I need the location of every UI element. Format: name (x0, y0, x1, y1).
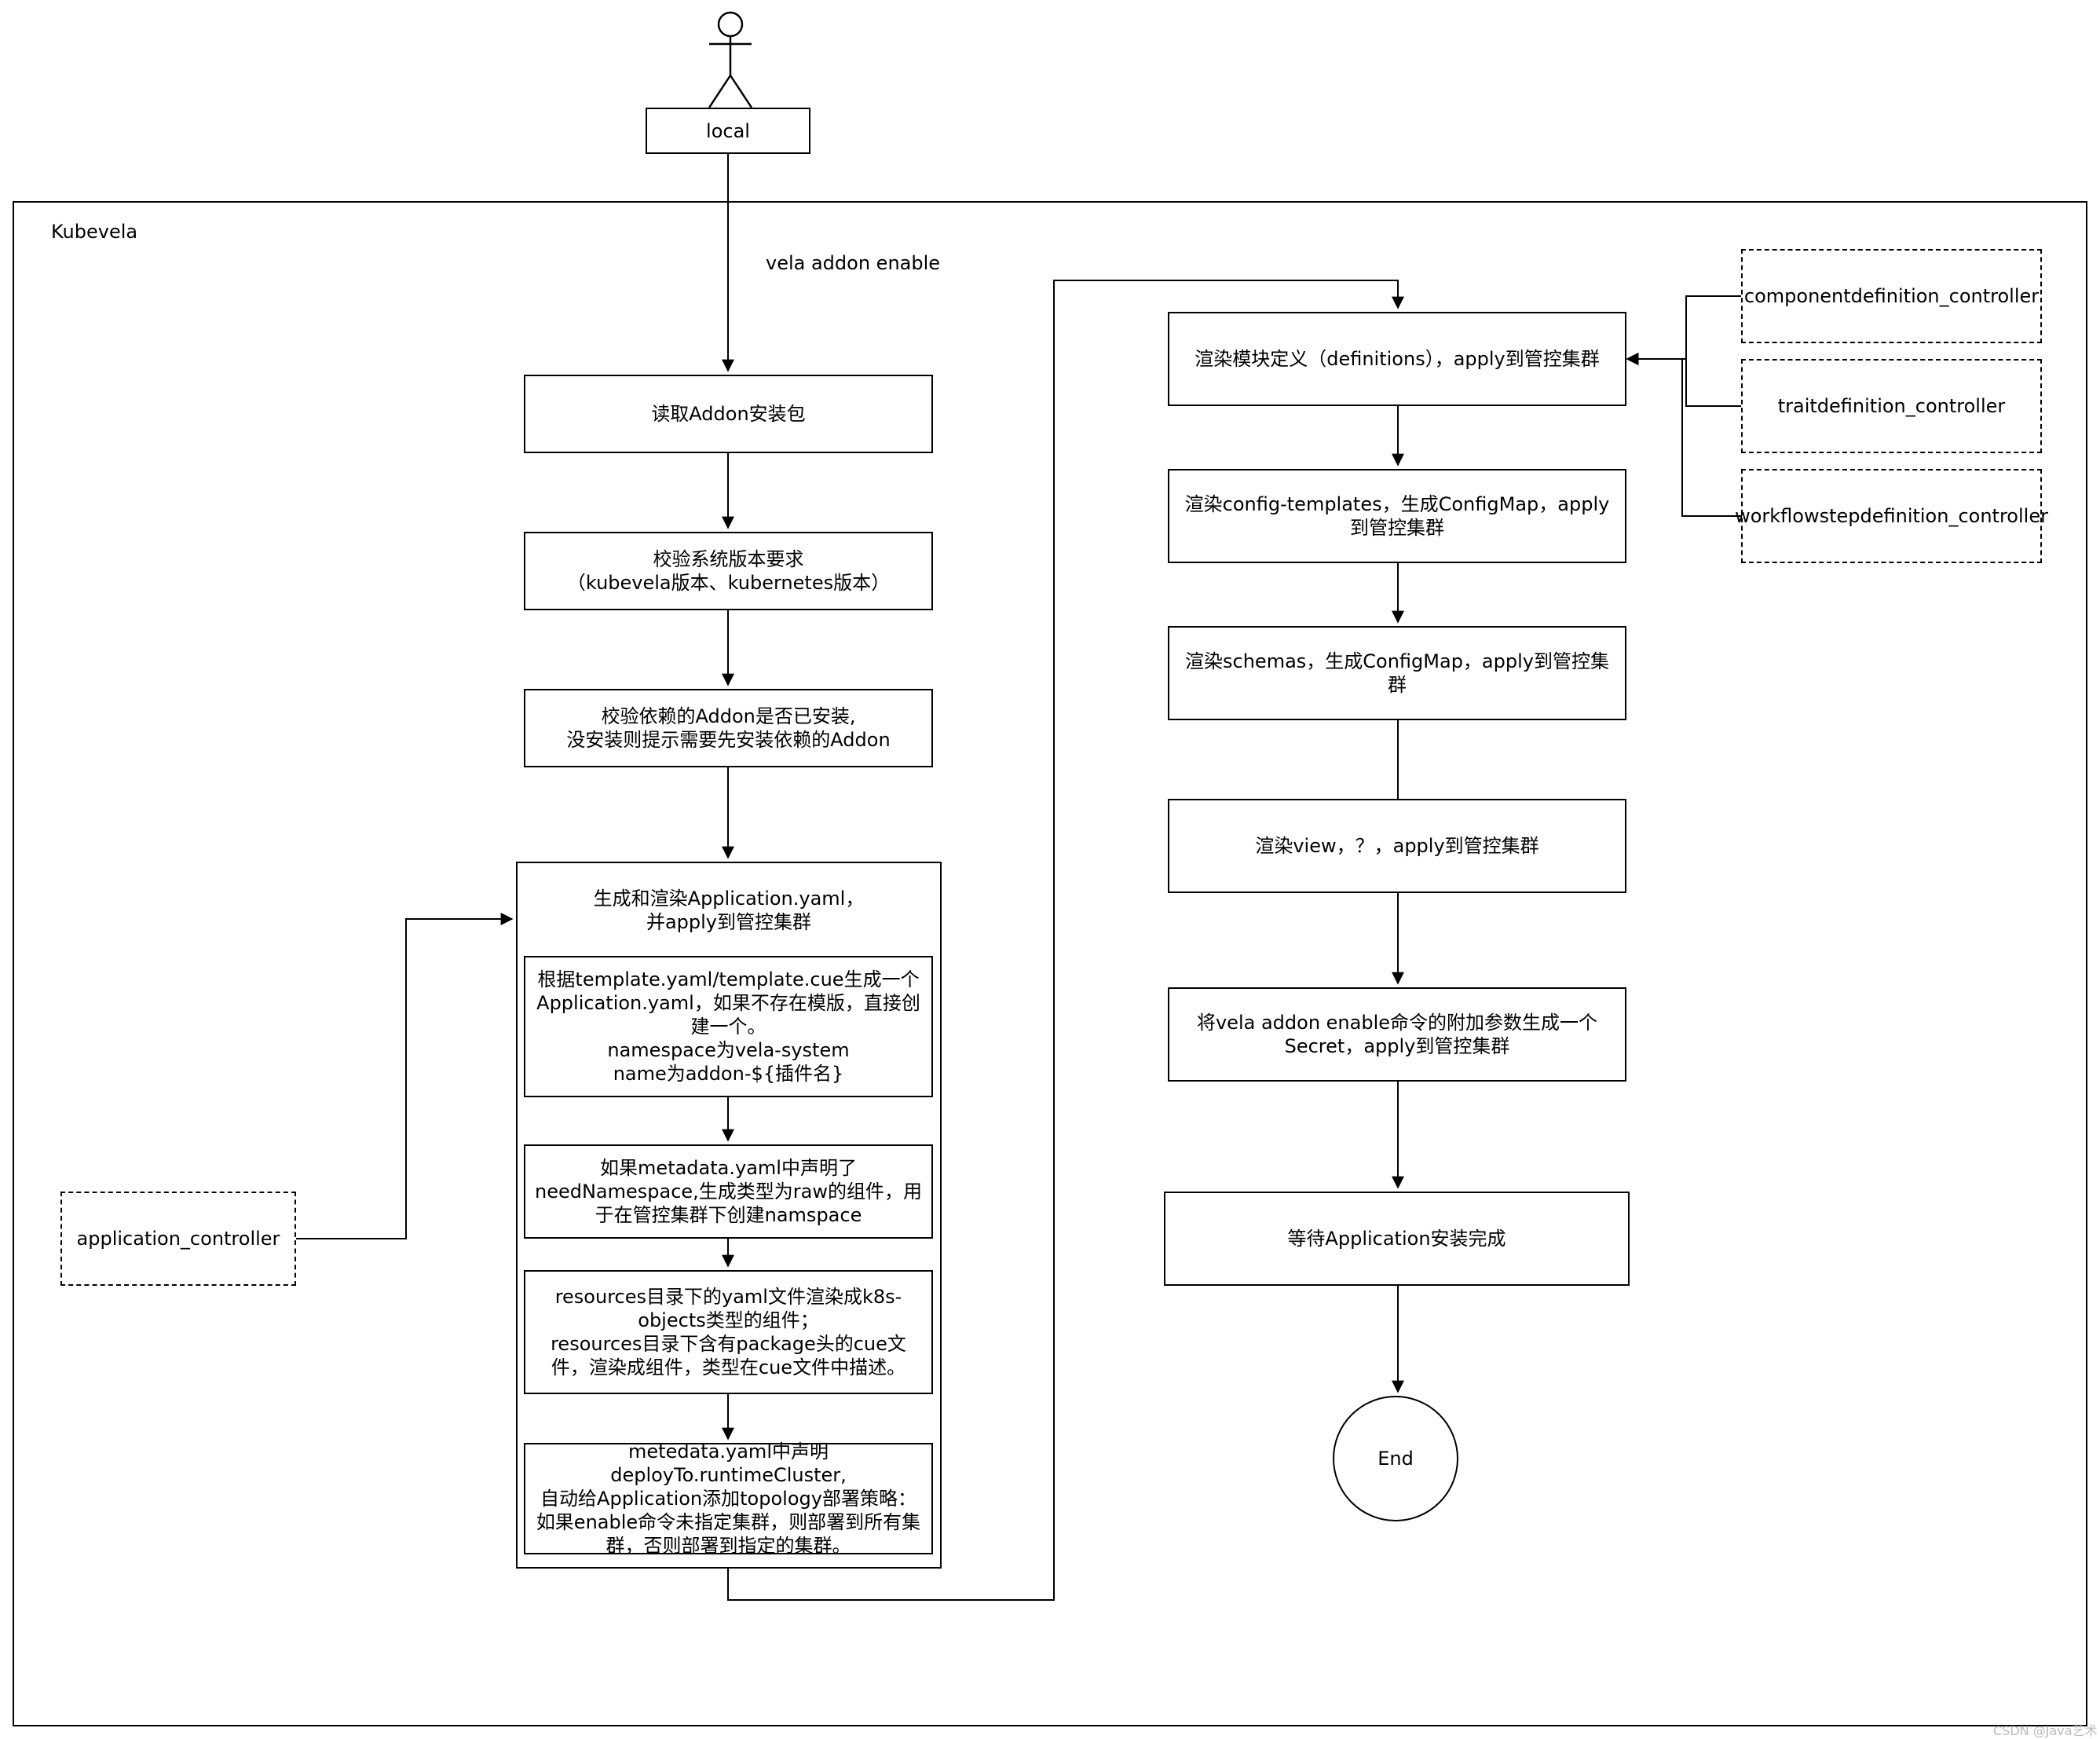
edge-traitdef-to-definitions (1626, 353, 1741, 407)
componentdefinition-controller-box: componentdefinition_controller (1741, 249, 2042, 343)
end-node: End (1333, 1396, 1458, 1521)
schemas-text: 渲染schemas，生成ConfigMap，apply到管控集群 (1185, 650, 1609, 696)
workflowstepdefinition-controller-box: workflowstepdefinition_controller (1735, 469, 2048, 563)
traitdefinition-controller-label: traitdefinition_controller (1777, 395, 2006, 417)
views-text: 渲染view，？，apply到管控集群 (1255, 835, 1539, 857)
config-templates-box: 渲染config-templates，生成ConfigMap，apply到管控集… (1168, 469, 1626, 563)
local-box: local (646, 108, 810, 154)
vela-addon-enable-label: vela addon enable (766, 252, 941, 274)
check-version-box: 校验系统版本要求 （kubevela版本、kubernetes版本） (524, 532, 933, 610)
definitions-box: 渲染模块定义（definitions），apply到管控集群 (1168, 312, 1626, 406)
kubevela-container (13, 201, 2087, 1726)
render-step-resources-text: resources目录下的yaml文件渲染成k8s-objects类型的组件； … (551, 1286, 906, 1378)
render-application-title: 生成和渲染Application.yaml， 并apply到管控集群 (593, 888, 865, 933)
secret-text: 将vela addon enable命令的附加参数生成一个 Secret，app… (1196, 1012, 1598, 1057)
render-application-container: 生成和渲染Application.yaml， 并apply到管控集群 (516, 862, 942, 1569)
views-box: 渲染view，？，apply到管控集群 (1168, 799, 1626, 893)
kubevela-label: Kubevela (51, 221, 138, 243)
edge-appcontroller-to-render (296, 913, 514, 1239)
edge-componentdef-to-definitions (1626, 295, 1741, 365)
check-deps-box: 校验依赖的Addon是否已安装, 没安装则提示需要先安装依赖的Addon (524, 689, 933, 767)
watermark: CSDN @Java艺术 (1993, 1723, 2098, 1738)
wait-text: 等待Application安装完成 (1287, 1228, 1506, 1250)
check-version-text: 校验系统版本要求 （kubevela版本、kubernetes版本） (566, 548, 891, 594)
read-package-box: 读取Addon安装包 (524, 375, 933, 453)
config-templates-text: 渲染config-templates，生成ConfigMap，apply到管控集… (1184, 493, 1610, 539)
actor-figure (708, 11, 753, 108)
read-package-text: 读取Addon安装包 (651, 403, 806, 425)
application-controller-label: application_controller (76, 1228, 280, 1250)
application-controller-box: application_controller (60, 1192, 296, 1286)
render-step-namespace: 如果metadata.yaml中声明了needNamespace,生成类型为ra… (524, 1144, 933, 1239)
traitdefinition-controller-box: traitdefinition_controller (1741, 359, 2042, 453)
edge-render-to-definitions (727, 280, 1404, 1601)
secret-box: 将vela addon enable命令的附加参数生成一个 Secret，app… (1168, 987, 1626, 1082)
render-step-resources: resources目录下的yaml文件渲染成k8s-objects类型的组件； … (524, 1270, 933, 1394)
render-step-topology-text: metedata.yaml中声明deployTo.runtimeCluster,… (536, 1441, 921, 1557)
check-deps-text: 校验依赖的Addon是否已安装, 没安装则提示需要先安装依赖的Addon (566, 705, 891, 751)
render-step-namespace-text: 如果metadata.yaml中声明了needNamespace,生成类型为ra… (534, 1157, 923, 1226)
componentdefinition-controller-label: componentdefinition_controller (1743, 285, 2040, 307)
end-label: End (1377, 1448, 1414, 1470)
render-step-topology: metedata.yaml中声明deployTo.runtimeCluster,… (524, 1441, 933, 1557)
definitions-text: 渲染模块定义（definitions），apply到管控集群 (1195, 348, 1600, 370)
wait-box: 等待Application安装完成 (1164, 1192, 1630, 1286)
schemas-box: 渲染schemas，生成ConfigMap，apply到管控集群 (1168, 626, 1626, 720)
render-step-template-text: 根据template.yaml/template.cue生成一个Applicat… (536, 968, 920, 1085)
local-label: local (706, 119, 750, 142)
render-step-template: 根据template.yaml/template.cue生成一个Applicat… (524, 956, 933, 1097)
edge-workflowdef-to-definitions (1626, 353, 1741, 517)
workflowstepdefinition-controller-label: workflowstepdefinition_controller (1735, 505, 2048, 527)
